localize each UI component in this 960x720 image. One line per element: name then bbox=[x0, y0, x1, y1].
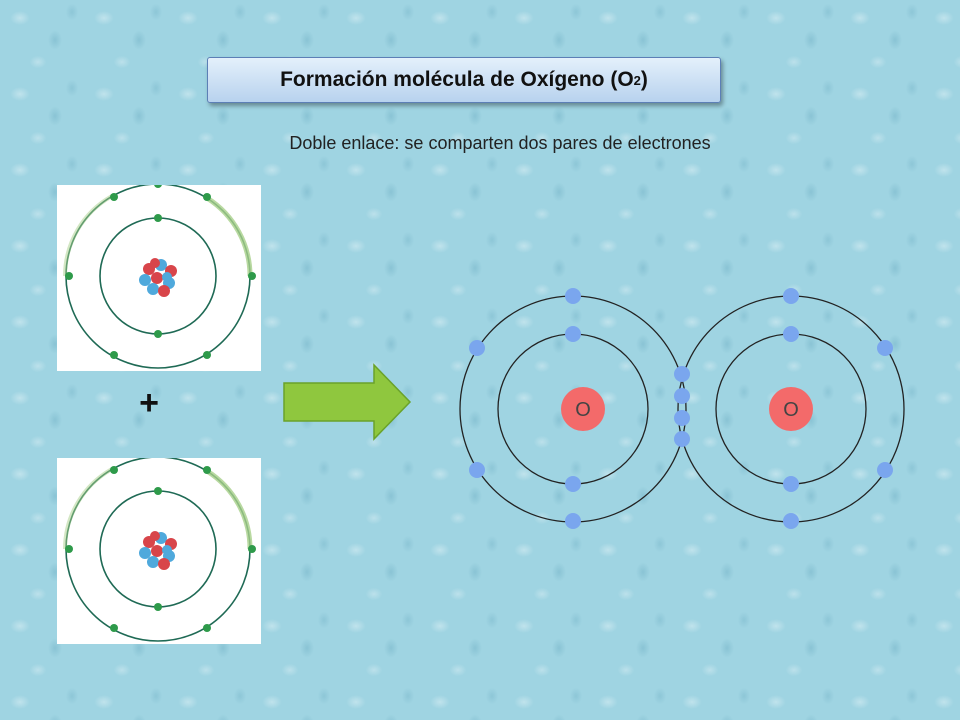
nucleus-cluster-bottom bbox=[139, 531, 177, 570]
left-electrons bbox=[469, 288, 581, 529]
right-electrons bbox=[783, 288, 893, 529]
atom-model-top-drawing bbox=[63, 185, 256, 369]
plus-sign: + bbox=[139, 384, 159, 422]
title-close: ) bbox=[640, 68, 648, 91]
right-nucleus bbox=[769, 387, 813, 431]
o2-molecule-diagram: O O bbox=[459, 288, 905, 529]
right-nucleus-label: O bbox=[783, 399, 799, 421]
shared-electron-pairs bbox=[674, 366, 690, 447]
atom-model-top bbox=[57, 185, 261, 371]
nucleus-cluster-top bbox=[139, 258, 177, 297]
left-nucleus-label: O bbox=[575, 399, 591, 421]
left-nucleus bbox=[561, 387, 605, 431]
title-text: Formación molécula de Oxígeno (O bbox=[280, 68, 634, 91]
atom-model-bottom-drawing bbox=[63, 458, 256, 642]
reaction-arrow-icon bbox=[283, 363, 412, 441]
subtitle: Doble enlace: se comparten dos pares de … bbox=[289, 133, 711, 153]
title-subscript: 2 bbox=[633, 72, 641, 88]
atom-model-bottom bbox=[57, 458, 261, 644]
